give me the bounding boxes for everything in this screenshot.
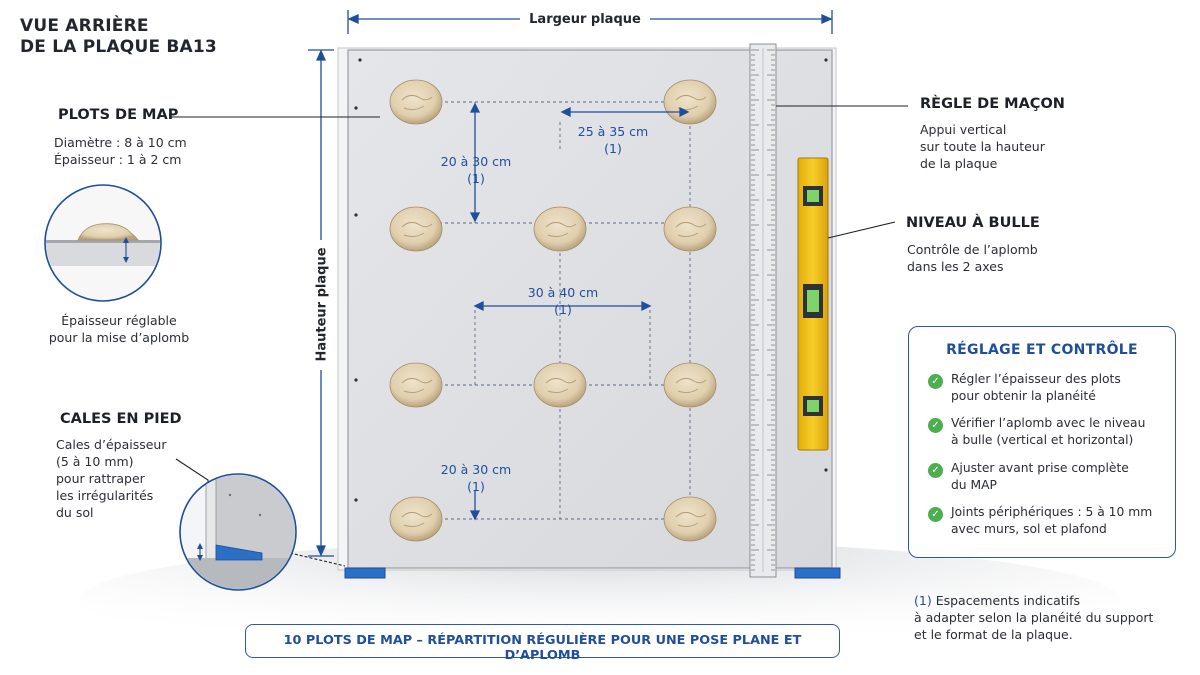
height-dimension bbox=[308, 49, 334, 557]
title-line: VUE ARRIÈRE bbox=[20, 16, 149, 36]
reglage-panel bbox=[908, 326, 1176, 558]
reglage-line: à bulle (vertical et horizontal) bbox=[951, 433, 1134, 447]
dim-value: 20 à 30 cm bbox=[440, 154, 512, 169]
reglage-line: Joints périphériques : 5 à 10 mm bbox=[951, 505, 1153, 519]
dim-value: 25 à 35 cm bbox=[577, 124, 649, 139]
map-plot bbox=[663, 496, 717, 542]
map-plot bbox=[389, 206, 443, 252]
cales-line: les irrégularités bbox=[56, 488, 154, 503]
caption-line: pour la mise d’aplomb bbox=[48, 330, 190, 345]
cales-description: Cales d’épaisseur (5 à 10 mm) pour rattr… bbox=[56, 436, 186, 521]
cales-line: pour rattraper bbox=[56, 471, 145, 486]
reglage-line: Régler l’épaisseur des plots bbox=[951, 372, 1121, 386]
reglage-line: avec murs, sol et plafond bbox=[951, 522, 1107, 536]
check-icon: ✓ bbox=[928, 374, 943, 389]
width-label: Largeur plaque bbox=[529, 12, 641, 27]
map-plots bbox=[389, 79, 717, 542]
regle-description: Appui vertical sur toute la hauteur de l… bbox=[920, 121, 1100, 172]
reglage-line: Vérifier l’aplomb avec le niveau bbox=[951, 416, 1146, 430]
height-label: Hauteur plaque bbox=[314, 247, 330, 362]
plot-detail-zoom bbox=[44, 184, 162, 302]
dim-top-horizontal: 25 à 35 cm (1) bbox=[566, 123, 660, 157]
title-line: DE LA PLAQUE BA13 bbox=[20, 37, 217, 57]
regle-line: sur toute la hauteur bbox=[920, 139, 1045, 154]
width-dimension bbox=[347, 10, 833, 34]
plots-specs: Diamètre : 8 à 10 cm Épaisseur : 1 à 2 c… bbox=[54, 134, 204, 168]
reglage-item: Régler l’épaisseur des plots pour obteni… bbox=[951, 371, 1171, 405]
reglage-item: Ajuster avant prise complète du MAP bbox=[951, 460, 1171, 494]
dim-note: (1) bbox=[467, 171, 485, 186]
check-icon: ✓ bbox=[928, 418, 943, 433]
map-plot bbox=[533, 362, 587, 408]
dim-note: (1) bbox=[467, 479, 485, 494]
reglage-item: Joints périphériques : 5 à 10 mm avec mu… bbox=[951, 504, 1171, 538]
footnote-line: à adapter selon la planéité du support bbox=[914, 610, 1154, 625]
niveau-line: dans les 2 axes bbox=[907, 259, 1004, 274]
cales-en-pied bbox=[344, 567, 841, 579]
dim-note: (1) bbox=[604, 141, 622, 156]
dimension-arrows bbox=[469, 102, 690, 521]
cales-line: du sol bbox=[56, 505, 94, 520]
dim-note: (1) bbox=[554, 302, 572, 317]
cales-heading: CALES EN PIED bbox=[60, 411, 182, 427]
footnote-marker: (1) bbox=[914, 593, 932, 608]
dim-value: 30 à 40 cm bbox=[527, 285, 599, 300]
niveau-description: Contrôle de l’aplomb dans les 2 axes bbox=[907, 241, 1087, 275]
dim-value: 20 à 30 cm bbox=[440, 462, 512, 477]
leader-lines bbox=[170, 105, 908, 567]
regle-de-macon bbox=[749, 43, 777, 578]
summary-banner-text: 10 PLOTS DE MAP – RÉPARTITION RÉGULIÈRE … bbox=[283, 633, 802, 663]
regle-line: de la plaque bbox=[920, 156, 998, 171]
regle-line: Appui vertical bbox=[920, 122, 1007, 137]
reglage-line: du MAP bbox=[951, 478, 997, 492]
map-plot bbox=[389, 496, 443, 542]
regle-heading: RÈGLE DE MAÇON bbox=[920, 96, 1065, 112]
dim-middle-horizontal: 30 à 40 cm (1) bbox=[518, 284, 608, 318]
cales-line: (5 à 10 mm) bbox=[56, 454, 134, 469]
reglage-line: pour obtenir la planéité bbox=[951, 389, 1096, 403]
plots-spec-line: Épaisseur : 1 à 2 cm bbox=[54, 152, 182, 167]
cales-line: Cales d’épaisseur bbox=[56, 437, 167, 452]
page-title: VUE ARRIÈRE DE LA PLAQUE BA13 bbox=[20, 16, 217, 58]
plots-heading: PLOTS DE MAP bbox=[58, 107, 179, 123]
niveau-line: Contrôle de l’aplomb bbox=[907, 242, 1038, 257]
map-plot bbox=[663, 79, 717, 125]
niveau-a-bulle bbox=[797, 157, 829, 451]
map-plot bbox=[533, 206, 587, 252]
plots-spec-line: Diamètre : 8 à 10 cm bbox=[54, 135, 187, 150]
plot-grid bbox=[415, 101, 691, 520]
footnote: (1) Espacements indicatifs à adapter sel… bbox=[914, 592, 1184, 643]
check-icon: ✓ bbox=[928, 507, 943, 522]
summary-banner bbox=[245, 624, 840, 658]
check-icon: ✓ bbox=[928, 463, 943, 478]
dim-top-vertical: 20 à 30 cm (1) bbox=[433, 153, 519, 187]
map-plot bbox=[389, 79, 443, 125]
footnote-line: Espacements indicatifs bbox=[935, 593, 1081, 608]
caption-line: Épaisseur réglable bbox=[61, 313, 177, 328]
reglage-item: Vérifier l’aplomb avec le niveau à bulle… bbox=[951, 415, 1171, 449]
niveau-heading: NIVEAU À BULLE bbox=[906, 215, 1040, 231]
footnote-line: et le format de la plaque. bbox=[914, 627, 1073, 642]
reglage-title: RÉGLAGE ET CONTRÔLE bbox=[946, 342, 1138, 358]
map-plot bbox=[663, 362, 717, 408]
dim-bottom-vertical: 20 à 30 cm (1) bbox=[433, 461, 519, 495]
map-plot bbox=[389, 362, 443, 408]
map-plot bbox=[663, 206, 717, 252]
reglage-line: Ajuster avant prise complète bbox=[951, 461, 1129, 475]
plots-detail-caption: Épaisseur réglable pour la mise d’aplomb bbox=[34, 312, 204, 346]
